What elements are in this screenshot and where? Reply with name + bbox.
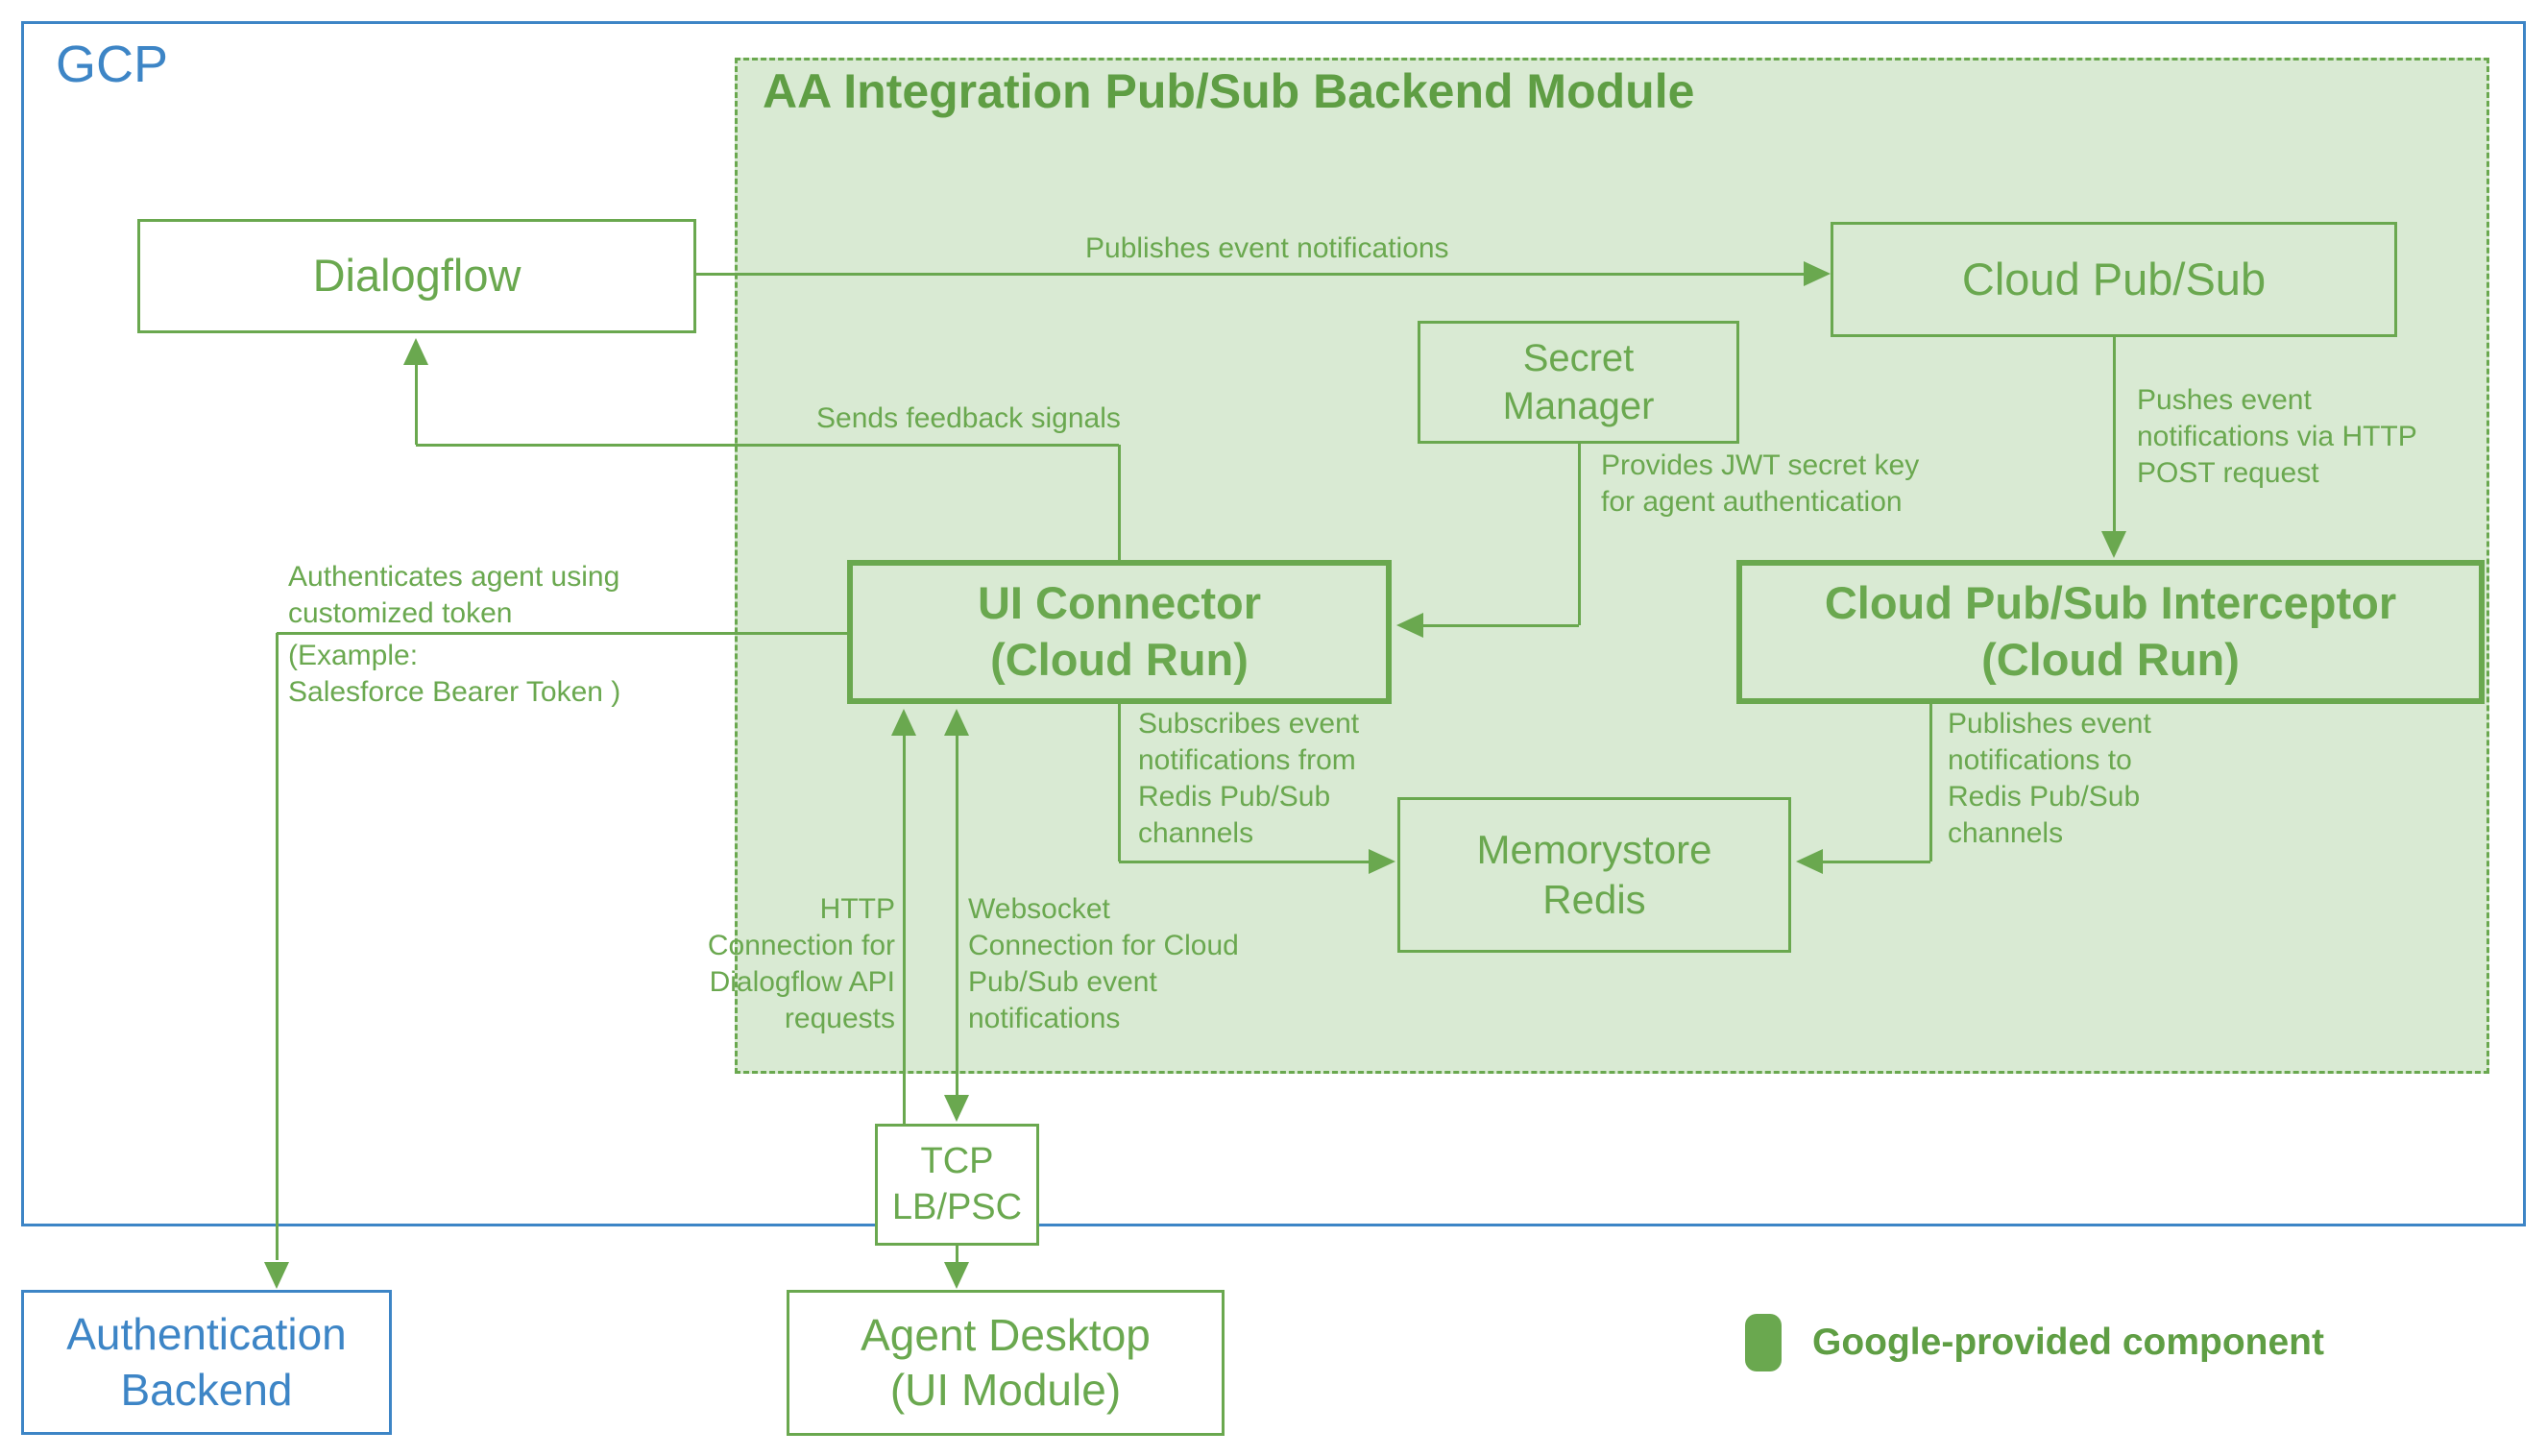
- edge-http-line: [903, 731, 906, 1124]
- edge-secret-line-vertical: [1578, 444, 1581, 625]
- node-ui-connector: UI Connector (Cloud Run): [847, 560, 1392, 704]
- label-auth-example: (Example: Salesforce Bearer Token ): [288, 640, 621, 708]
- edge-feedback-line-horizontal: [416, 444, 1119, 447]
- label-sends-feedback-signals: Sends feedback signals: [816, 402, 1121, 434]
- gcp-boundary-box: [21, 21, 2526, 1226]
- arrowhead-down-icon: [2101, 531, 2126, 561]
- backend-module-title: AA Integration Pub/Sub Backend Module: [763, 64, 1695, 118]
- google-provided-swatch-icon: [1745, 1314, 1782, 1371]
- arrowhead-left-icon: [1394, 613, 1423, 638]
- edge-subscribe-line-horizontal: [1119, 861, 1369, 863]
- label-pushes-event-notifications: Pushes event notifications via HTTP POST…: [2137, 384, 2417, 489]
- backend-module-box: [735, 58, 2489, 1074]
- arrowhead-right-icon: [1369, 849, 1398, 874]
- edge-tcp-agent-line: [956, 1246, 958, 1262]
- arrowhead-right-icon: [1804, 261, 1833, 286]
- arrowhead-up-icon: [403, 335, 428, 365]
- node-cloud-pubsub-interceptor: Cloud Pub/Sub Interceptor (Cloud Run): [1736, 560, 2485, 704]
- label-websocket-connection: Websocket Connection for Cloud Pub/Sub e…: [968, 893, 1239, 1034]
- edge-pushes-line: [2113, 337, 2116, 531]
- label-publishes-to-redis: Publishes event notifications to Redis P…: [1948, 708, 2151, 849]
- edge-publishes-line: [696, 273, 1804, 276]
- edge-publish-redis-line-vertical: [1929, 704, 1932, 861]
- edge-publish-redis-line-horizontal: [1820, 861, 1930, 863]
- node-secret-manager: Secret Manager: [1418, 321, 1739, 444]
- arrowhead-down-icon: [944, 1262, 969, 1292]
- node-authentication-backend: Authentication Backend: [21, 1290, 392, 1435]
- label-authenticates-agent: Authenticates agent using customized tok…: [288, 561, 620, 629]
- edge-auth-line-horizontal: [277, 632, 847, 635]
- label-provides-jwt-secret: Provides JWT secret key for agent authen…: [1601, 449, 1920, 518]
- edge-secret-line-horizontal: [1420, 624, 1579, 627]
- node-dialogflow: Dialogflow: [137, 219, 696, 333]
- label-publishes-event-notifications: Publishes event notifications: [1085, 232, 1449, 264]
- node-agent-desktop: Agent Desktop (UI Module): [787, 1290, 1225, 1436]
- node-memorystore-redis: Memorystore Redis: [1397, 797, 1791, 953]
- arrowhead-left-icon: [1793, 849, 1823, 874]
- edge-subscribe-line-vertical: [1118, 704, 1121, 861]
- edge-auth-line-vertical: [276, 633, 279, 1260]
- edge-websocket-line: [956, 731, 958, 1095]
- gcp-label: GCP: [56, 36, 169, 93]
- legend: Google-provided component: [1745, 1314, 2324, 1371]
- edge-feedback-line-up: [415, 362, 418, 445]
- label-subscribes-event-notifications: Subscribes event notifications from Redi…: [1138, 708, 1360, 849]
- node-cloud-pubsub: Cloud Pub/Sub: [1831, 222, 2397, 337]
- arrowhead-down-icon: [264, 1262, 289, 1292]
- legend-label: Google-provided component: [1812, 1322, 2324, 1363]
- arrowhead-down-icon: [944, 1095, 969, 1125]
- label-http-connection: HTTP Connection for Dialogflow API reque…: [707, 893, 895, 1034]
- arrowhead-up-icon: [944, 706, 969, 736]
- arrowhead-up-icon: [891, 706, 916, 736]
- edge-feedback-line-vertical: [1118, 445, 1121, 560]
- node-tcp-lb-psc: TCP LB/PSC: [875, 1124, 1039, 1246]
